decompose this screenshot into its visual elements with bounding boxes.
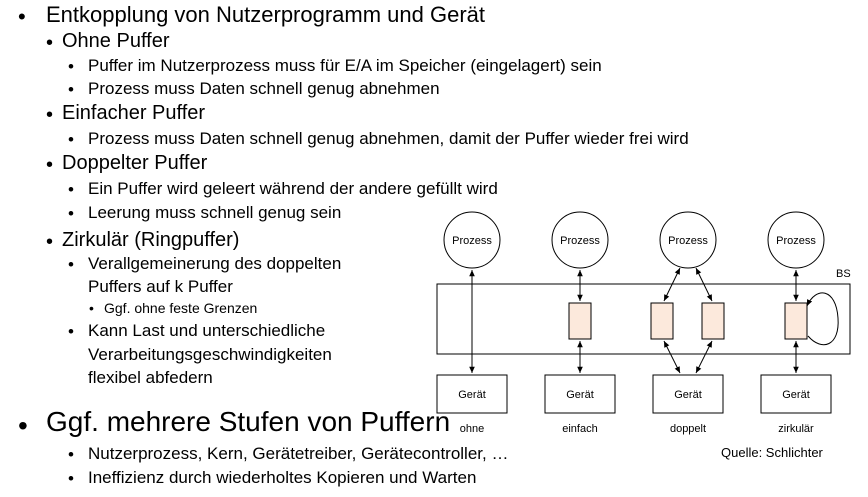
bullet-dot: • [46, 231, 54, 253]
heading-zirkular: Zirkulär (Ringpuffer) [62, 229, 240, 251]
bullet-dot: • [68, 322, 74, 341]
ohne-puffer-item-2: Prozess muss Daten schnell genug abnehme… [88, 79, 440, 98]
process-label: Prozess [452, 235, 492, 247]
bullet-dot: • [46, 154, 54, 176]
bullet-dot: • [18, 4, 26, 29]
arrow-doppelt-bottom-left [663, 340, 681, 374]
zirkular-sub-item: Ggf. ohne feste Grenzen [104, 300, 258, 316]
stufen-item-1: Nutzerprozess, Kern, Gerätetreiber, Gerä… [88, 444, 509, 463]
process-label: Prozess [776, 235, 816, 247]
os-label: BS [836, 268, 851, 280]
device-node-einfach: Gerät [544, 374, 616, 414]
os-boundary-box [436, 283, 851, 355]
zirkular-item-2-line-1: Kann Last und unterschiedliche [88, 321, 326, 340]
zirkular-item-2-line-3: flexibel abfedern [88, 368, 213, 387]
process-node-doppelt: Prozess [659, 211, 717, 269]
bullet-dot: • [68, 180, 74, 199]
device-node-zirkular: Gerät [760, 374, 832, 414]
bullet-dot: • [46, 104, 54, 126]
device-label: Gerät [458, 389, 486, 401]
column-label-einfach: einfach [562, 423, 597, 435]
bullet-dot: • [89, 300, 94, 316]
bullet-dot: • [68, 204, 74, 223]
einfacher-puffer-item-1: Prozess muss Daten schnell genug abnehme… [88, 129, 689, 148]
arrow-doppelt-top-left [663, 267, 681, 302]
device-label: Gerät [782, 389, 810, 401]
column-label-doppelt: doppelt [670, 423, 706, 435]
process-label: Prozess [668, 235, 708, 247]
device-label: Gerät [674, 389, 702, 401]
doppelter-puffer-item-2: Leerung muss schnell genug sein [88, 203, 342, 222]
buffer-zirkular [784, 302, 808, 340]
heading-ohne-puffer: Ohne Puffer [62, 30, 170, 52]
device-label: Gerät [566, 389, 594, 401]
zirkular-item-1-line-1: Verallgemeinerung des doppelten [88, 254, 342, 273]
arrow-doppelt-bottom-right [695, 340, 713, 374]
heading-doppelter-puffer: Doppelter Puffer [62, 152, 208, 174]
buffer-einfach [568, 302, 592, 340]
bullet-dot: • [68, 445, 74, 464]
process-node-einfach: Prozess [551, 211, 609, 269]
main-heading-1: Entkopplung von Nutzerprogramm und Gerät [46, 2, 486, 27]
bullet-dot: • [68, 469, 74, 488]
zirkular-item-2-line-2: Verarbeitungsgeschwindigkeiten [88, 345, 332, 364]
buffer-doppelt-2 [701, 302, 725, 340]
device-node-doppelt: Gerät [652, 374, 724, 414]
ohne-puffer-item-1: Puffer im Nutzerprozess muss für E/A im … [88, 56, 602, 75]
bullet-dot: • [68, 80, 74, 99]
column-label-zirkular: zirkulär [778, 423, 814, 435]
ring-loop-arrow [806, 292, 839, 346]
bullet-dot: • [68, 57, 74, 76]
device-node-ohne: Gerät [436, 374, 508, 414]
process-label: Prozess [560, 235, 600, 247]
bullet-dot: • [46, 32, 54, 54]
main-heading-2: Ggf. mehrere Stufen von Puffern [46, 406, 451, 437]
process-node-zirkular: Prozess [767, 211, 825, 269]
heading-einfacher-puffer: Einfacher Puffer [62, 102, 206, 124]
process-node-ohne: Prozess [443, 211, 501, 269]
source-label: Quelle: Schlichter [721, 445, 824, 460]
buffer-doppelt-1 [650, 302, 674, 340]
bullet-dot: • [68, 255, 74, 274]
bullet-dot: • [68, 130, 74, 149]
stufen-item-2: Ineffizienz durch wiederholtes Kopieren … [88, 468, 477, 487]
arrow-doppelt-top-right [695, 267, 713, 302]
zirkular-item-1-line-2: Puffers auf k Puffer [88, 277, 233, 296]
bullet-dot: • [18, 410, 28, 441]
column-label-ohne: ohne [460, 423, 484, 435]
doppelter-puffer-item-1: Ein Puffer wird geleert während der ande… [88, 179, 498, 198]
